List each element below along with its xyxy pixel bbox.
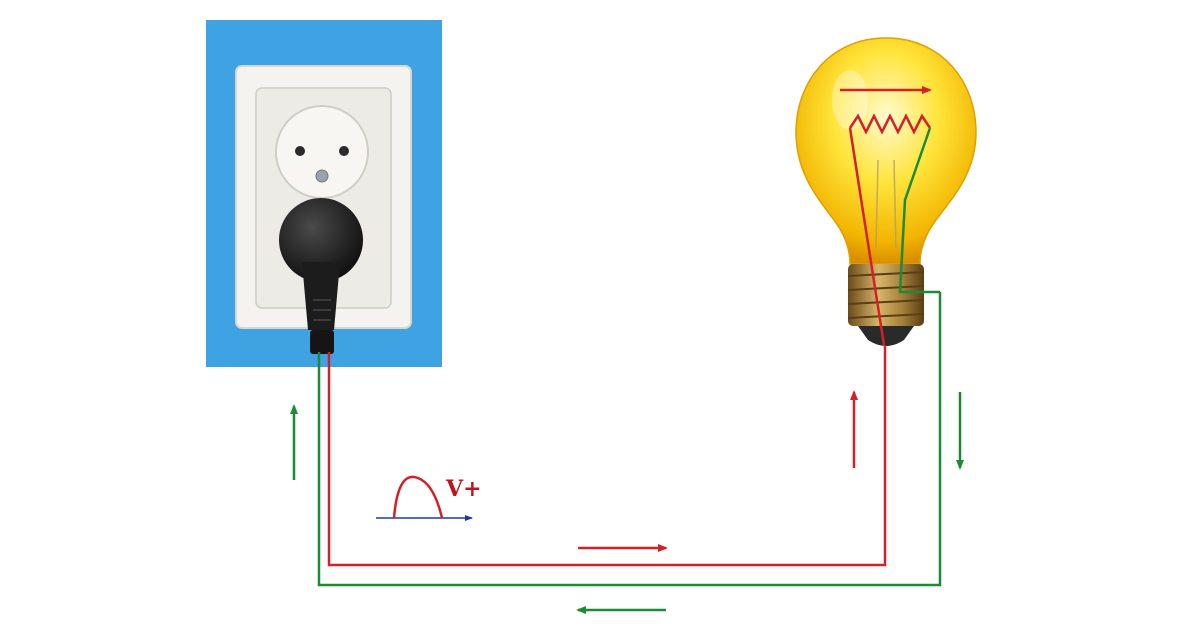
light-bulb-icon — [795, 37, 977, 346]
wall-socket-icon — [206, 20, 442, 367]
neutral-wire — [317, 292, 942, 587]
filament — [848, 113, 940, 346]
bulb-base — [848, 264, 924, 326]
sine-half-wave-icon — [376, 475, 473, 521]
phase-wire — [327, 345, 887, 567]
plug-icon — [279, 198, 363, 354]
voltage-label: V+ — [446, 476, 482, 502]
